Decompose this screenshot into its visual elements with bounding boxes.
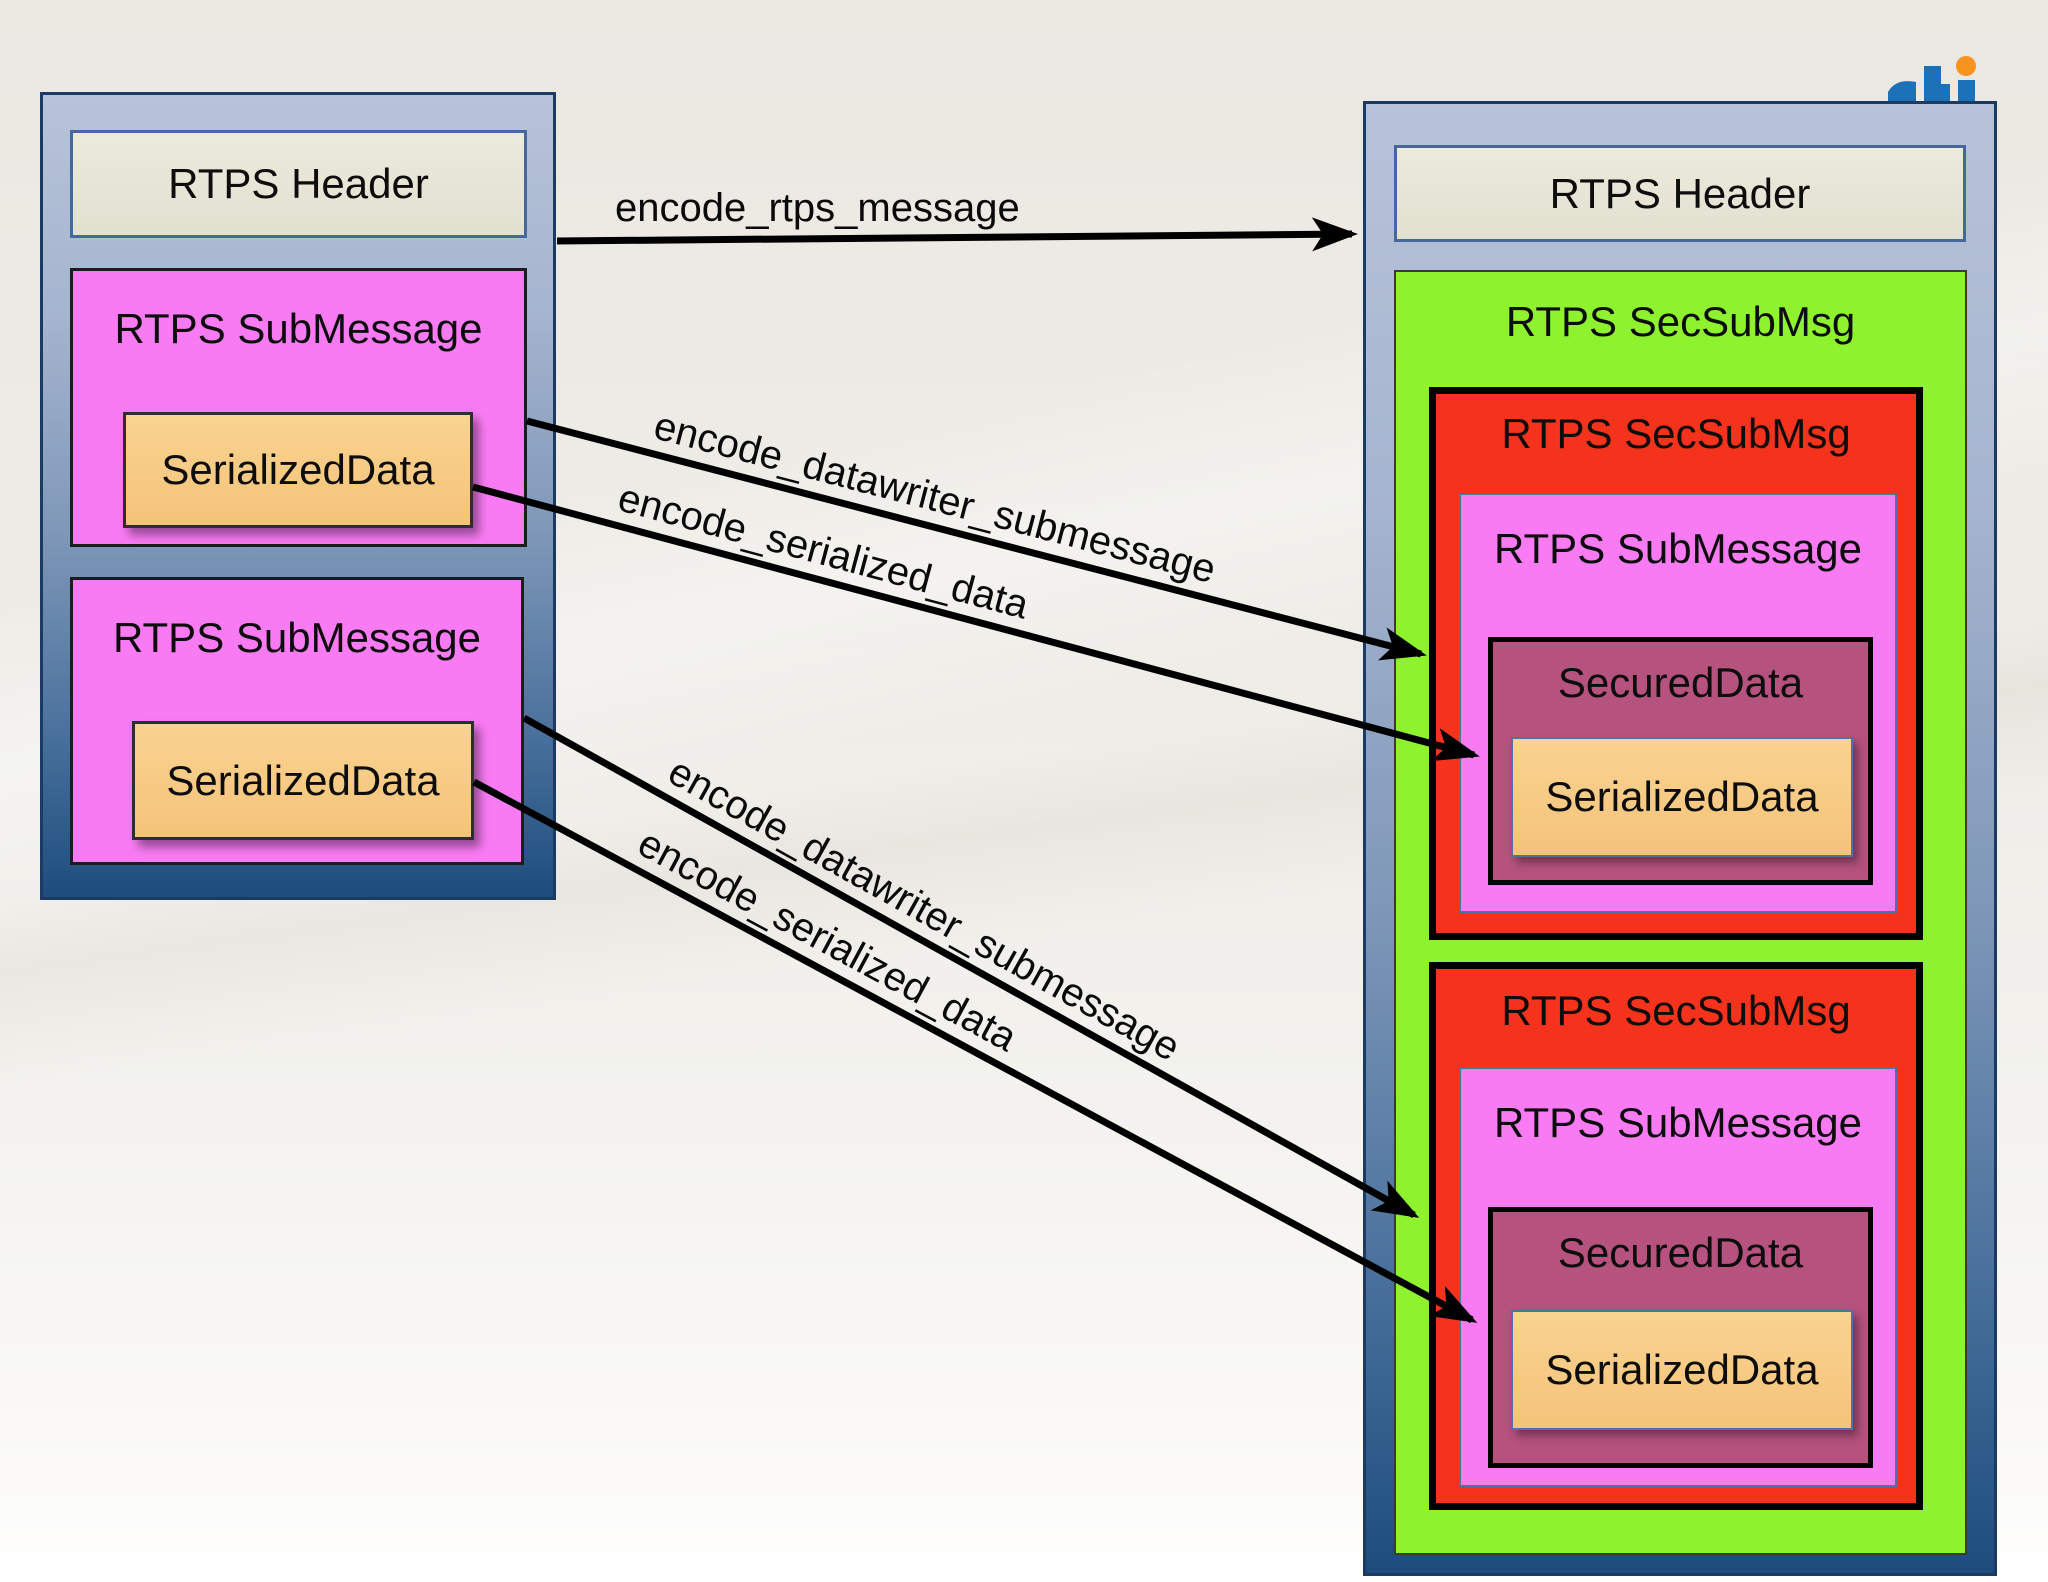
serialized-data-box-2: SerializedData [132, 721, 474, 840]
arrow-encode-rtps-message [556, 217, 1358, 252]
sec-submsg-2-label: RTPS SecSubMsg [1501, 987, 1851, 1034]
sec-submsg-box-1: RTPS SecSubMsg RTPS SubMessage SecuredDa… [1429, 387, 1923, 940]
rti-logo-icon [1886, 56, 1994, 104]
serialized-data-label-1: SerializedData [161, 446, 435, 494]
sec-envelope-label: RTPS SecSubMsg [1505, 298, 1856, 345]
arrow-encode-serialized-data-2 [472, 778, 1478, 1324]
serialized-data-label-2: SerializedData [166, 756, 440, 804]
left-rtps-submessage-2: RTPS SubMessage SerializedData [70, 577, 524, 865]
right-rtps-header-box: RTPS Header [1394, 145, 1966, 242]
left-rtps-submessage-1: RTPS SubMessage SerializedData [70, 268, 527, 547]
secured-rtps-message-column: RTPS Header RTPS SecSubMsg RTPS SecSubMs… [1363, 101, 1997, 1576]
secured-data-label-2: SecuredData [1557, 1229, 1804, 1276]
rti-logo-letter-i [1958, 80, 1975, 102]
sec-submsg-1-label: RTPS SecSubMsg [1501, 410, 1851, 457]
sec-submsg-1-rtps-submessage: RTPS SubMessage SecuredData SerializedDa… [1459, 493, 1897, 913]
secured-data-box-2: SecuredData SerializedData [1488, 1207, 1873, 1468]
rti-logo-letter-t-bar [1941, 84, 1950, 102]
sec-submsg-box-2: RTPS SecSubMsg RTPS SubMessage SecuredDa… [1429, 962, 1923, 1510]
left-rtps-header-label: RTPS Header [168, 160, 429, 208]
serialized-data-box-1: SerializedData [123, 412, 473, 528]
serialized-data-box-3: SerializedData [1511, 737, 1853, 857]
arrow-encode-datawriter-submessage-2 [522, 714, 1420, 1219]
sec-submsg-2-rtps-submessage-label: RTPS SubMessage [1493, 1099, 1863, 1146]
serialized-data-label-4: SerializedData [1545, 1346, 1819, 1394]
sec-submsg-2-rtps-submessage: RTPS SubMessage SecuredData SerializedDa… [1459, 1067, 1897, 1487]
right-rtps-header-label: RTPS Header [1549, 169, 1811, 217]
secured-data-box-1: SecuredData SerializedData [1488, 637, 1873, 885]
rti-logo-i-dot [1956, 56, 1976, 76]
rti-logo-letter-t [1924, 66, 1941, 102]
sec-envelope-box: RTPS SecSubMsg RTPS SecSubMsg RTPS SubMe… [1394, 270, 1967, 1555]
left-rtps-submessage-1-label: RTPS SubMessage [114, 305, 483, 352]
plain-rtps-message-column: RTPS Header RTPS SubMessage SerializedDa… [40, 92, 556, 900]
arrow-encode-datawriter-submessage-1 [526, 417, 1427, 661]
left-rtps-header-box: RTPS Header [70, 130, 527, 238]
arrow-label-encode-rtps-message: encode_rtps_message [615, 186, 1020, 230]
serialized-data-label-3: SerializedData [1545, 773, 1819, 821]
secured-data-label-1: SecuredData [1557, 659, 1804, 706]
sec-submsg-1-rtps-submessage-label: RTPS SubMessage [1493, 525, 1863, 572]
serialized-data-box-4: SerializedData [1511, 1310, 1853, 1430]
left-rtps-submessage-2-label: RTPS SubMessage [112, 614, 482, 661]
rti-logo-letter-r [1888, 81, 1916, 102]
